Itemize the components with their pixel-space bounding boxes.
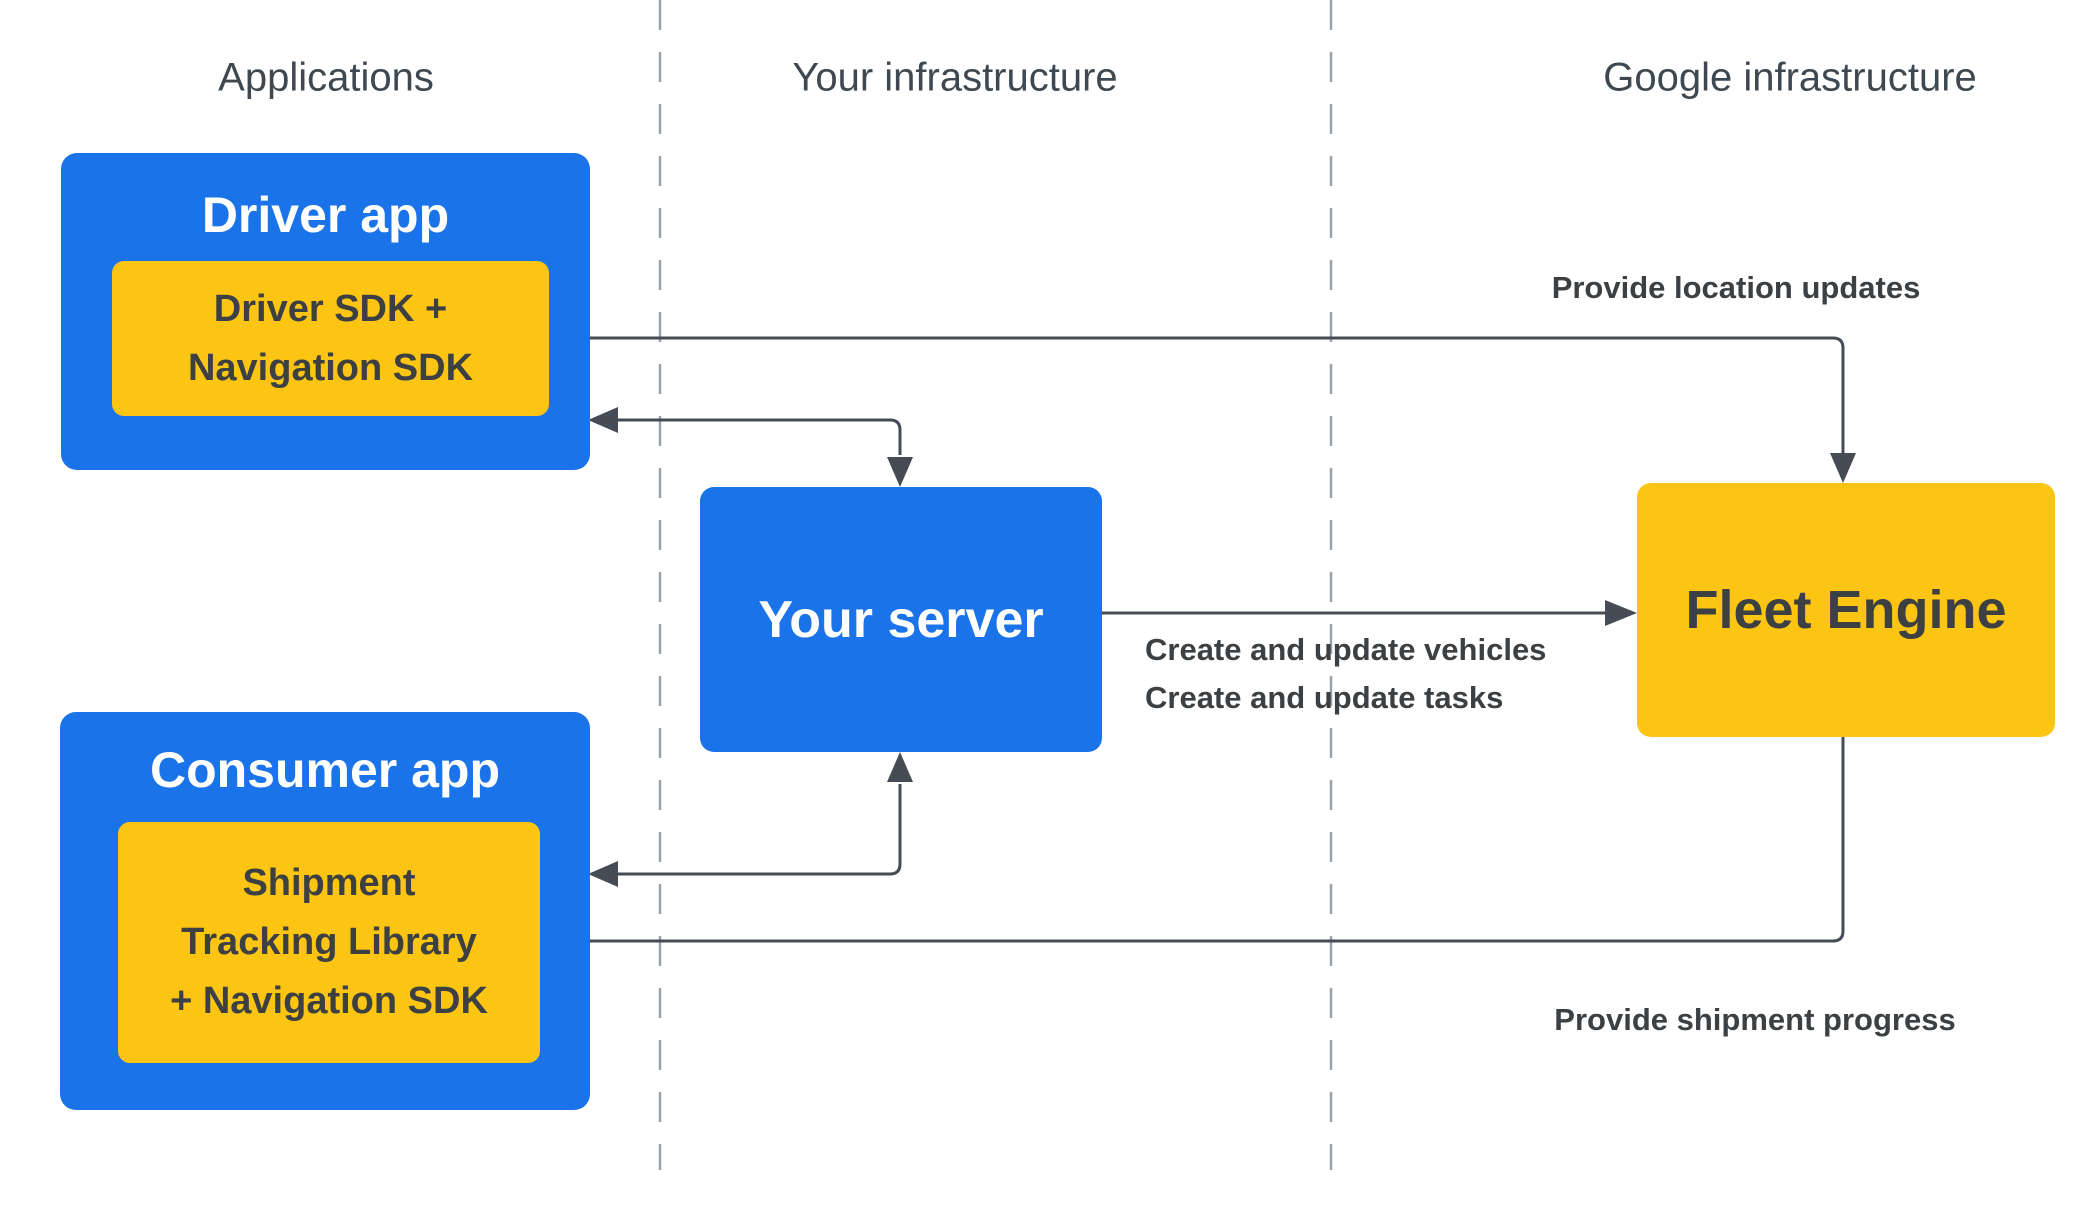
label-provide-shipment-progress: Provide shipment progress <box>1554 1002 1956 1037</box>
arrowhead-into-your-server-bottom <box>887 752 913 782</box>
arrowhead-into-consumer-app <box>588 861 618 887</box>
arrow-fleet-engine-shipment-library <box>540 737 1845 954</box>
label-create-and-update-tasks: Create and update tasks <box>1145 680 1504 715</box>
shipment-library-line-1: Shipment <box>242 862 416 904</box>
label-provide-location-updates: Provide location updates <box>1551 270 1921 305</box>
shipment-library-line-3: + Navigation SDK <box>170 980 488 1022</box>
driver-sdk-line-2: Navigation SDK <box>187 346 474 389</box>
shipment-library-line-2: Tracking Library <box>181 921 477 963</box>
column-header-applications: Applications <box>218 55 434 100</box>
fleet-engine-node: Fleet Engine <box>1637 483 2055 737</box>
arrow-consumer-app-your-server <box>588 752 913 887</box>
driver-sdk-node: Driver SDK + Navigation SDK <box>112 261 549 416</box>
fleet-engine-title: Fleet Engine <box>1685 580 2007 640</box>
driver-sdk-line-1: Driver SDK + <box>213 287 448 330</box>
arrowhead-into-fleet-engine-left <box>1605 600 1637 626</box>
label-create-and-update-vehicles: Create and update vehicles <box>1145 632 1547 667</box>
arrow-driver-sdk-fleet-engine <box>549 325 1856 483</box>
your-server-node: Your server <box>700 487 1102 752</box>
column-header-google-infrastructure: Google infrastructure <box>1603 55 1977 100</box>
your-server-title: Your server <box>758 590 1044 649</box>
arrowhead-into-driver-app <box>588 407 618 433</box>
label-create-and-update: Create and update vehicles Create and up… <box>1145 626 1546 722</box>
column-header-your-infrastructure: Your infrastructure <box>792 55 1118 100</box>
driver-app-title: Driver app <box>201 187 450 243</box>
arrowhead-into-fleet-engine-top <box>1830 453 1856 483</box>
arrow-your-server-fleet-engine <box>1102 600 1637 626</box>
arrow-driver-app-your-server <box>588 407 913 487</box>
consumer-app-title: Consumer app <box>149 742 501 798</box>
shipment-tracking-library-node: Shipment Tracking Library + Navigation S… <box>118 822 540 1063</box>
arrowhead-into-your-server-top <box>887 457 913 487</box>
